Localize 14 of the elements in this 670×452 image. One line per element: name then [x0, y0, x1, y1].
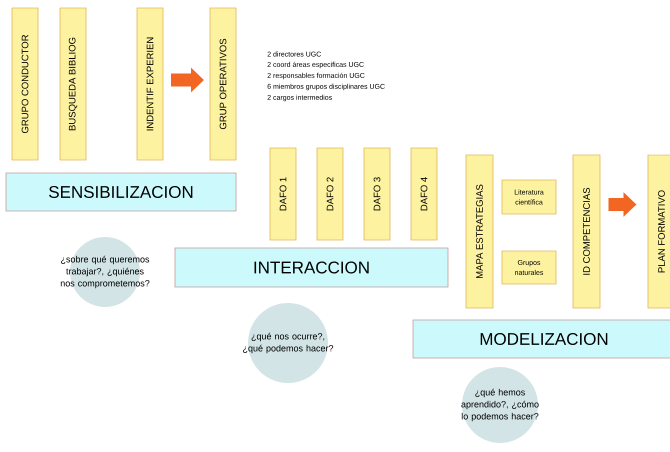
vertical-box: DAFO 3 [364, 148, 390, 240]
vertical-box: MAPA ESTRATEGIAS [466, 154, 494, 308]
vertical-box: PLAN FORMATIVO [648, 154, 670, 308]
stage-band: MODELIZACION [412, 320, 670, 358]
vertical-box: BUSQUEDA BIBLIOG [60, 8, 86, 160]
vertical-box: DAFO 2 [316, 148, 344, 240]
vertical-box: GRUPO CONDUCTOR [12, 8, 38, 160]
vertical-box: DAFO 4 [410, 148, 438, 240]
vertical-box: ID COMPETENCIAS [572, 154, 600, 308]
vertical-box: INDENTIF EXPERIEN [136, 8, 164, 160]
vertical-box: DAFO 1 [270, 148, 296, 240]
vertical-box: GRUP OPERATIVOS [210, 8, 236, 160]
stage-band: INTERACCION [174, 248, 448, 288]
stage-band: SENSIBILIZACION [6, 172, 236, 212]
